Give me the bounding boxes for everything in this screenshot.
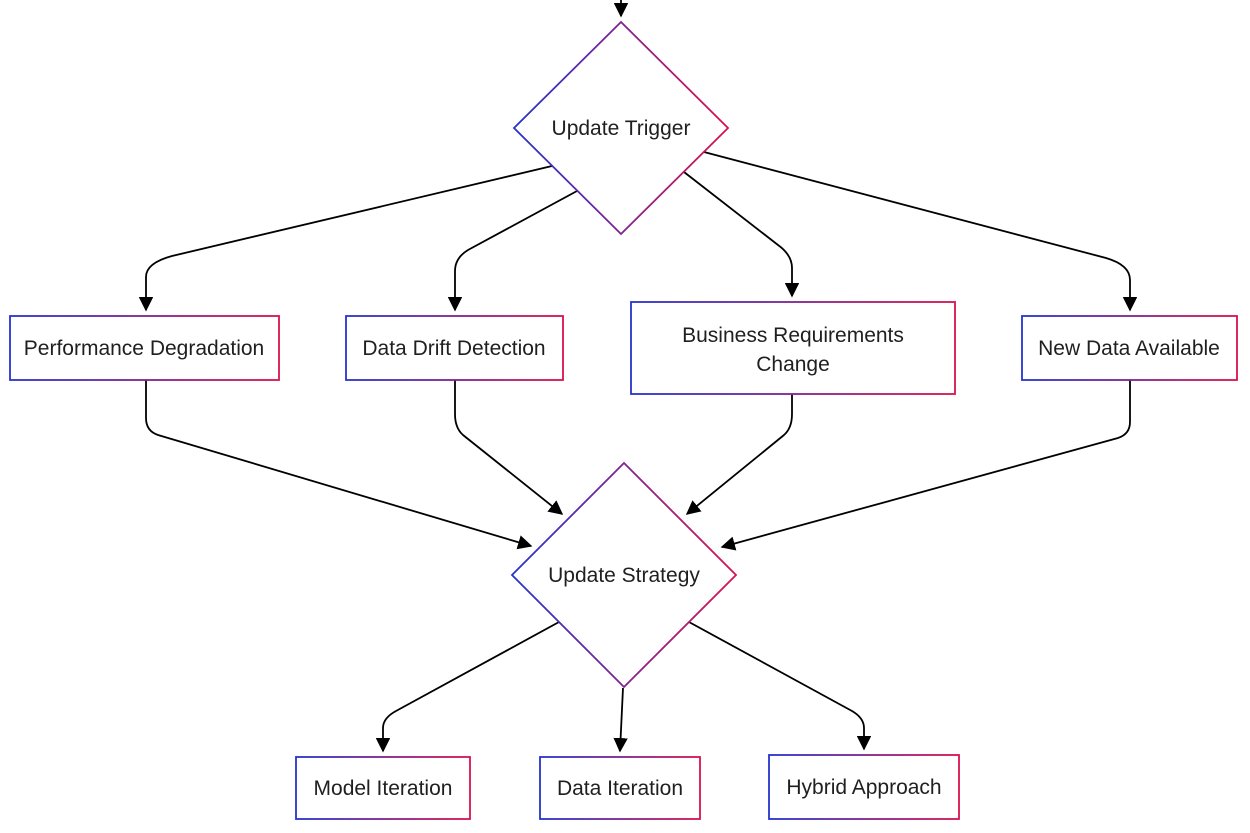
- data-drift-detection-label: Data Drift Detection: [362, 337, 545, 360]
- performance-degradation-label: Performance Degradation: [24, 337, 264, 360]
- edge-data-drift-detection-to-update-strategy: [454, 380, 564, 515]
- update-trigger-label: Update Trigger: [552, 117, 691, 140]
- new-data-available-label: New Data Available: [1038, 337, 1220, 360]
- edge-update-trigger-to-business-requirements-change: [683, 171, 800, 298]
- edge-update-trigger-to-new-data-available: [703, 151, 1138, 312]
- node-business-requirements-change: Business Requirements Change: [630, 301, 956, 395]
- update-strategy-diamond: [510, 461, 738, 689]
- edge-update-strategy-to-hybrid-approach: [688, 621, 872, 751]
- node-data-iteration: Data Iteration: [539, 756, 701, 820]
- data-iteration-label: Data Iteration: [557, 777, 683, 800]
- node-data-drift-detection: Data Drift Detection: [345, 315, 564, 381]
- node-hybrid-approach: Hybrid Approach: [768, 754, 960, 820]
- data-drift-detection-box: [345, 315, 564, 381]
- edge-new-data-available-to-update-strategy: [720, 380, 1131, 551]
- edge-update-trigger-to-data-drift-detection: [447, 190, 578, 312]
- business-requirements-change-box: [630, 301, 956, 395]
- edge-performance-degradation-to-update-strategy: [145, 380, 533, 550]
- edge-update-trigger-to-performance-degradation: [138, 165, 553, 312]
- business-requirements-change-label-line2: Change: [756, 353, 830, 376]
- node-performance-degradation: Performance Degradation: [9, 315, 280, 381]
- edge-update-strategy-to-data-iteration: [613, 687, 628, 753]
- model-iteration-label: Model Iteration: [314, 777, 453, 800]
- hybrid-approach-box: [768, 754, 960, 820]
- node-update-trigger: Update Trigger: [512, 20, 730, 236]
- hybrid-approach-label: Hybrid Approach: [786, 776, 941, 799]
- node-new-data-available: New Data Available: [1021, 315, 1238, 381]
- edge-business-requirements-change-to-update-strategy: [685, 394, 793, 515]
- model-iteration-box: [295, 756, 471, 820]
- node-update-strategy: Update Strategy: [510, 461, 738, 689]
- business-requirements-change-label-line1: Business Requirements: [682, 324, 904, 347]
- node-model-iteration: Model Iteration: [295, 756, 471, 820]
- update-trigger-diamond: [512, 20, 730, 236]
- performance-degradation-box: [9, 315, 280, 381]
- update-strategy-label: Update Strategy: [548, 564, 700, 587]
- edge-update-strategy-to-model-iteration: [375, 621, 560, 753]
- new-data-available-box: [1021, 315, 1238, 381]
- data-iteration-box: [539, 756, 701, 820]
